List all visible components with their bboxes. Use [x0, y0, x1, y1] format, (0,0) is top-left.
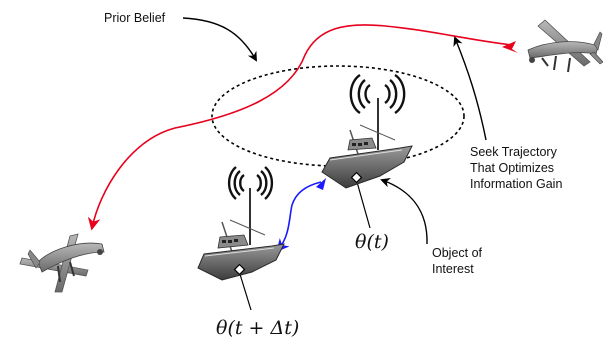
prior-belief-ellipse: [211, 65, 465, 167]
signal-waves-icon: [349, 73, 406, 115]
signal-waves-icon: [227, 166, 274, 200]
theta-t-label: θ(t): [355, 231, 389, 253]
theta-t-dt-pointer-line: [238, 270, 252, 311]
theta-t-pointer-line: [356, 181, 371, 229]
object-of-interest-label-line1: Object of: [432, 246, 483, 260]
prior-belief-label: Prior Belief: [104, 11, 166, 25]
seek-trajectory-arrow: [453, 36, 487, 141]
object-of-interest-arrow: [380, 178, 428, 245]
theta-t-dt-label: θ(t + Δt): [216, 317, 299, 339]
drone-icon: [19, 233, 105, 293]
object-motion-start-arrow: [316, 178, 326, 190]
drone-icon: [527, 19, 603, 73]
red-trajectory-start-arrow: [502, 41, 518, 53]
boat-icon: [321, 73, 413, 189]
prior-belief-arrow: [182, 17, 257, 62]
object-of-interest-label-line2: Interest: [432, 262, 474, 276]
seek-trajectory-label-line1: Seek Trajectory: [470, 145, 558, 159]
seek-trajectory-label-line3: Information Gain: [470, 177, 562, 191]
object-motion-path: [276, 181, 322, 252]
seek-trajectory-label-line2: That Optimizes: [470, 161, 554, 175]
boat-icon: [197, 166, 285, 281]
red-trajectory-path: [87, 24, 513, 231]
